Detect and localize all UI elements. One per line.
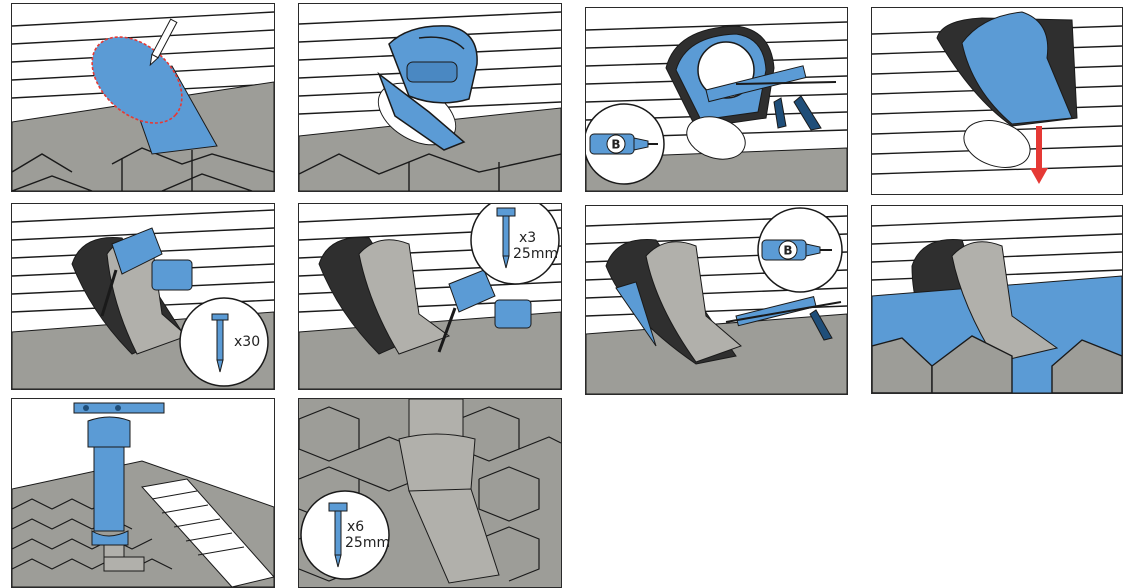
step-4-panel — [871, 7, 1123, 195]
screw-quantity-label: x3 — [519, 230, 536, 246]
screw-quantity-label: x6 — [347, 519, 364, 535]
step-6-illustration: x3 25mm — [299, 204, 561, 389]
step-6-panel: x3 25mm — [298, 203, 562, 390]
step-7-illustration: B — [586, 206, 847, 394]
step-10-panel: x6 25mm — [298, 398, 562, 588]
step-2-panel — [298, 3, 562, 192]
step-8-panel — [871, 205, 1123, 394]
sealant-callout: B — [758, 208, 842, 292]
hex-screw-callout: x6 25mm — [301, 491, 390, 579]
down-arrow-icon — [1030, 126, 1048, 184]
step-10-illustration: x6 25mm — [299, 399, 561, 587]
callout-label-b: B — [611, 138, 620, 152]
step-1-panel — [11, 3, 275, 192]
step-7-panel: B — [585, 205, 848, 395]
screw-quantity-label: x30 — [234, 334, 260, 350]
step-5-illustration: x30 — [12, 204, 274, 389]
step-1-illustration — [12, 4, 274, 191]
step-9-panel — [11, 398, 275, 588]
step-4-illustration — [872, 8, 1122, 194]
step-2-illustration — [299, 4, 561, 191]
step-9-illustration — [12, 399, 274, 587]
sealant-callout: B — [586, 104, 664, 184]
screw-length-label: 25mm — [345, 535, 390, 551]
screw-length-label: 25mm — [513, 246, 558, 262]
step-3-illustration: B — [586, 8, 847, 191]
screw-callout: x30 — [180, 298, 268, 386]
callout-label-b: B — [783, 244, 792, 258]
step-5-panel: x30 — [11, 203, 275, 390]
step-8-illustration — [872, 206, 1122, 393]
hex-screw-callout: x3 25mm — [471, 204, 559, 284]
step-3-panel: B — [585, 7, 848, 192]
